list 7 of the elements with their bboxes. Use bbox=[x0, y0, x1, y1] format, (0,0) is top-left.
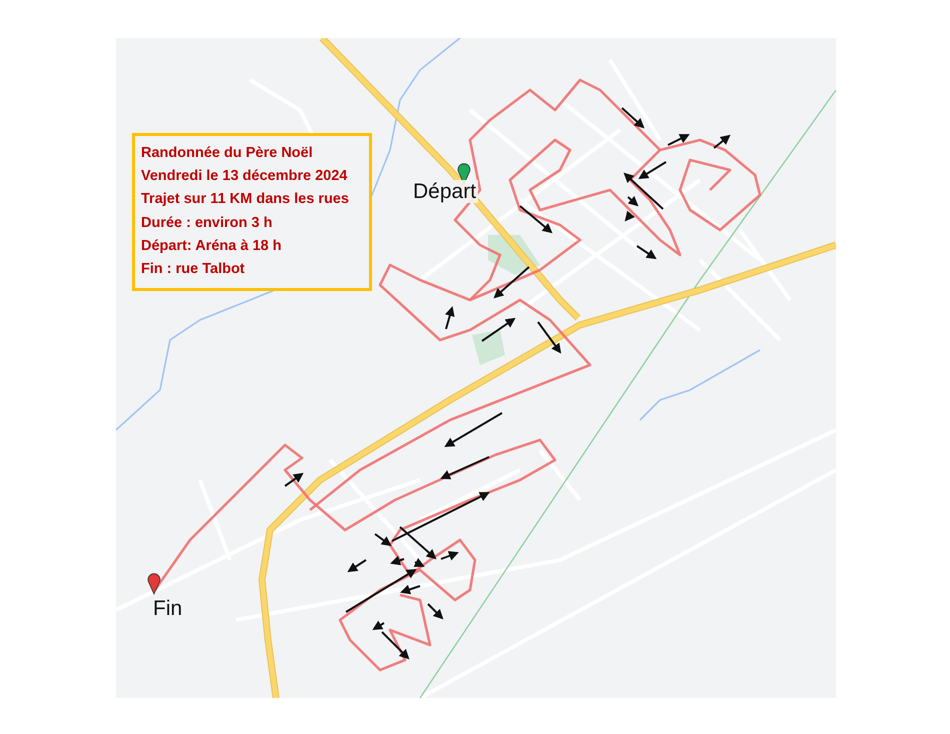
info-text: Randonnée du Père Noël bbox=[141, 144, 314, 163]
info-text: Départ: Aréna à 18 h bbox=[141, 236, 282, 256]
info-text: Trajet sur 11 KM dans les rues bbox=[141, 190, 350, 210]
info-text: Durée : environ 3 h bbox=[141, 214, 274, 233]
info-text: Fin : rue Talbot bbox=[141, 260, 246, 280]
info-text: Vendredi le 13 décembre 2024 bbox=[141, 167, 348, 186]
info-box bbox=[132, 133, 372, 291]
